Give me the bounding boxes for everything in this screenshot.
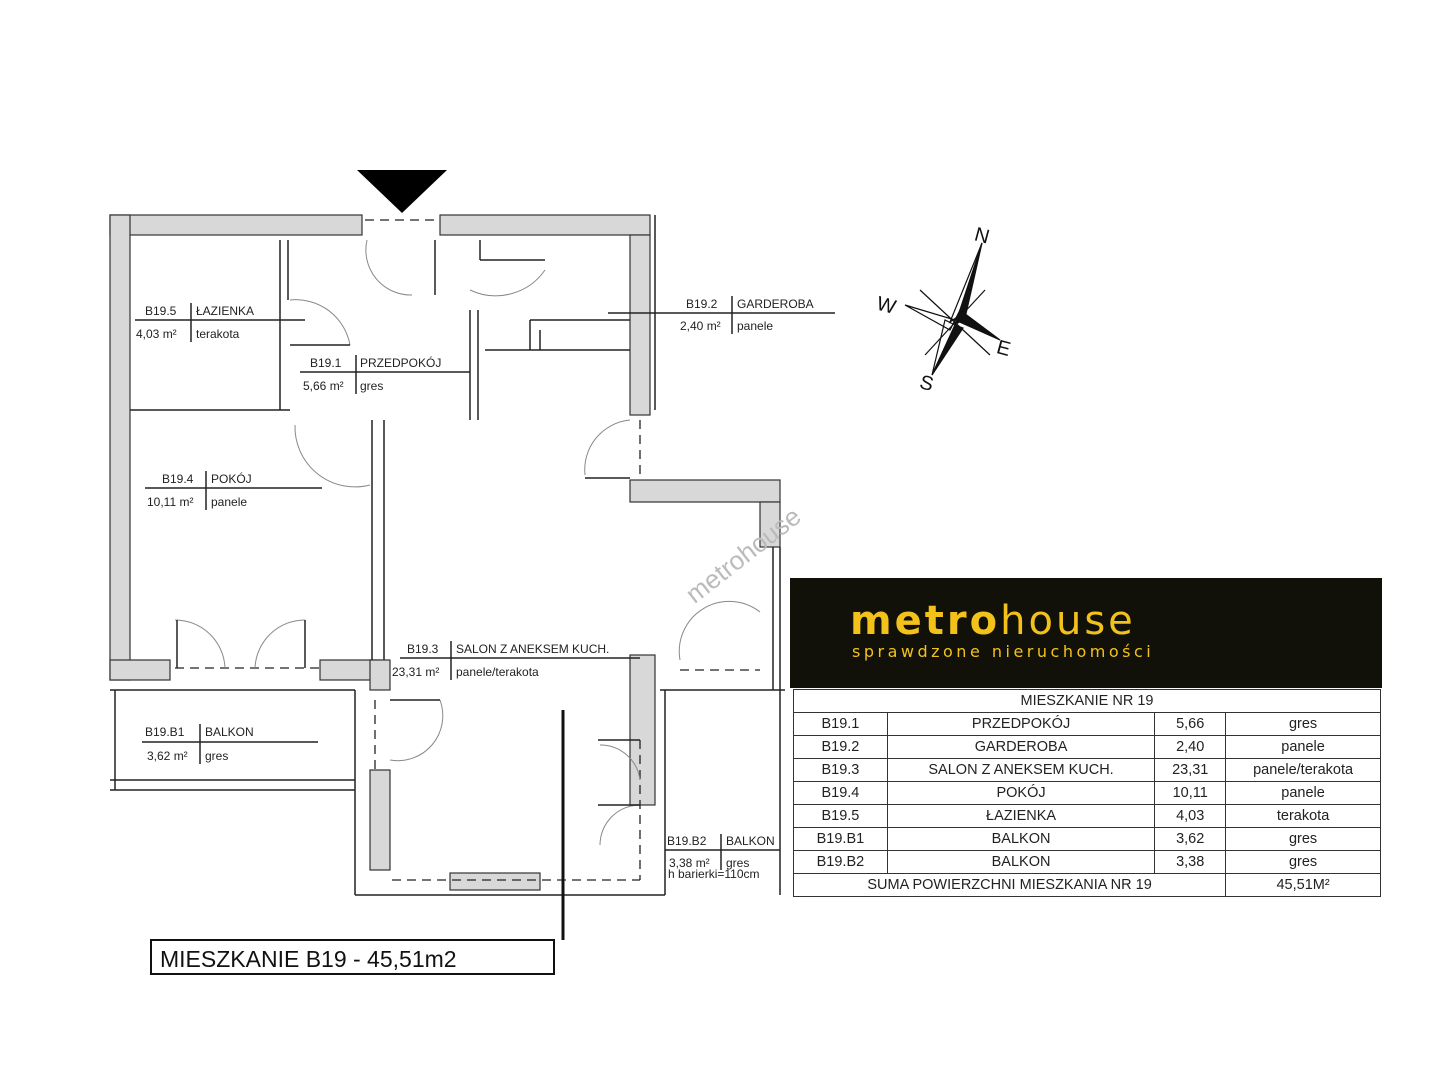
room-id: B19.B2 <box>667 834 707 848</box>
cell-floor: panele <box>1225 735 1381 759</box>
railing-height-note: h barierki=110cm <box>668 867 760 881</box>
cell-id: B19.B1 <box>793 827 888 851</box>
cell-name: PRZEDPOKÓJ <box>886 712 1156 736</box>
compass-e: E <box>994 336 1013 361</box>
cell-area: 23,31 <box>1154 758 1227 782</box>
cell-area: 10,11 <box>1154 781 1227 805</box>
cell-id: B19.4 <box>793 781 888 805</box>
room-area: 2,40 m² <box>680 319 721 333</box>
room-floor: panele <box>211 495 247 509</box>
logo-tagline: sprawdzone nieruchomości <box>852 642 1155 661</box>
cell-id: B19.B2 <box>793 850 888 874</box>
cell-id: B19.3 <box>793 758 888 782</box>
room-name: BALKON <box>726 834 775 848</box>
cell-area: 3,38 <box>1154 850 1227 874</box>
room-floor: terakota <box>196 327 240 341</box>
room-label-b19-4: B19.4 POKÓJ 10,11 m² panele <box>145 471 322 510</box>
room-id: B19.1 <box>310 356 342 370</box>
room-area: 4,03 m² <box>136 327 177 341</box>
entrance-arrow-icon <box>357 170 447 213</box>
table-title: MIESZKANIE NR 19 <box>793 689 1381 713</box>
room-id: B19.B1 <box>145 725 185 739</box>
room-label-b19-3: B19.3 SALON Z ANEKSEM KUCH. 23,31 m² pan… <box>392 641 640 680</box>
room-label-b19-5: B19.5 ŁAZIENKA 4,03 m² terakota <box>135 303 305 342</box>
room-area: 23,31 m² <box>392 665 439 679</box>
cell-name: GARDEROBA <box>886 735 1156 759</box>
compass-rose-icon <box>904 242 1001 376</box>
room-name: GARDEROBA <box>737 297 814 311</box>
room-area: 10,11 m² <box>147 495 193 509</box>
logo-brand-light: house <box>1000 598 1136 644</box>
room-floor: gres <box>360 379 383 393</box>
room-floor: panele/terakota <box>456 665 539 679</box>
compass-w: W <box>874 293 898 319</box>
room-area: 5,66 m² <box>303 379 344 393</box>
room-area: 3,38 m² <box>669 856 710 870</box>
cell-floor: gres <box>1225 827 1381 851</box>
cell-area: 4,03 <box>1154 804 1227 828</box>
cell-name: BALKON <box>886 850 1156 874</box>
room-floor: panele <box>737 319 773 333</box>
room-id: B19.3 <box>407 642 439 656</box>
compass-s: S <box>917 371 936 396</box>
cell-area: 5,66 <box>1154 712 1227 736</box>
cell-floor: gres <box>1225 850 1381 874</box>
room-label-b19-b1: B19.B1 BALKON 3,62 m² gres <box>142 724 318 764</box>
room-name: ŁAZIENKA <box>196 304 254 318</box>
room-name: PRZEDPOKÓJ <box>360 355 441 370</box>
room-label-b19-2: B19.2 GARDEROBA 2,40 m² panele <box>608 296 835 334</box>
cell-floor: panele <box>1225 781 1381 805</box>
room-name: POKÓJ <box>211 471 252 486</box>
cell-name: ŁAZIENKA <box>886 804 1156 828</box>
plan-title: MIESZKANIE B19 - 45,51m2 <box>150 939 555 975</box>
logo-brand-bold: metro <box>850 598 1001 644</box>
cell-area: 2,40 <box>1154 735 1227 759</box>
room-id: B19.2 <box>686 297 718 311</box>
cell-id: B19.1 <box>793 712 888 736</box>
cell-name: BALKON <box>886 827 1156 851</box>
total-label: SUMA POWIERZCHNI MIESZKANIA NR 19 <box>792 873 1227 897</box>
room-area: 3,62 m² <box>147 749 188 763</box>
cell-floor: panele/terakota <box>1225 758 1381 782</box>
compass-n: N <box>972 224 992 249</box>
cell-name: SALON Z ANEKSEM KUCH. <box>886 758 1156 782</box>
metrohouse-logo: metrohouse sprawdzone nieruchomości <box>790 578 1382 688</box>
cell-floor: terakota <box>1225 804 1381 828</box>
cell-name: POKÓJ <box>886 781 1156 805</box>
cell-area: 3,62 <box>1154 827 1227 851</box>
room-name: BALKON <box>205 725 254 739</box>
cell-id: B19.2 <box>793 735 888 759</box>
room-floor: gres <box>205 749 228 763</box>
room-floor: gres <box>726 856 749 870</box>
cell-id: B19.5 <box>793 804 888 828</box>
room-id: B19.5 <box>145 304 177 318</box>
cell-floor: gres <box>1225 712 1381 736</box>
room-label-b19-b2: B19.B2 BALKON 3,38 m² gres h barierki=11… <box>665 834 780 881</box>
watermark: metrohouse <box>680 501 807 609</box>
doors <box>174 239 761 846</box>
room-name: SALON Z ANEKSEM KUCH. <box>456 642 609 656</box>
total-value: 45,51M² <box>1225 873 1381 897</box>
room-label-b19-1: B19.1 PRZEDPOKÓJ 5,66 m² gres <box>300 355 470 394</box>
room-id: B19.4 <box>162 472 194 486</box>
